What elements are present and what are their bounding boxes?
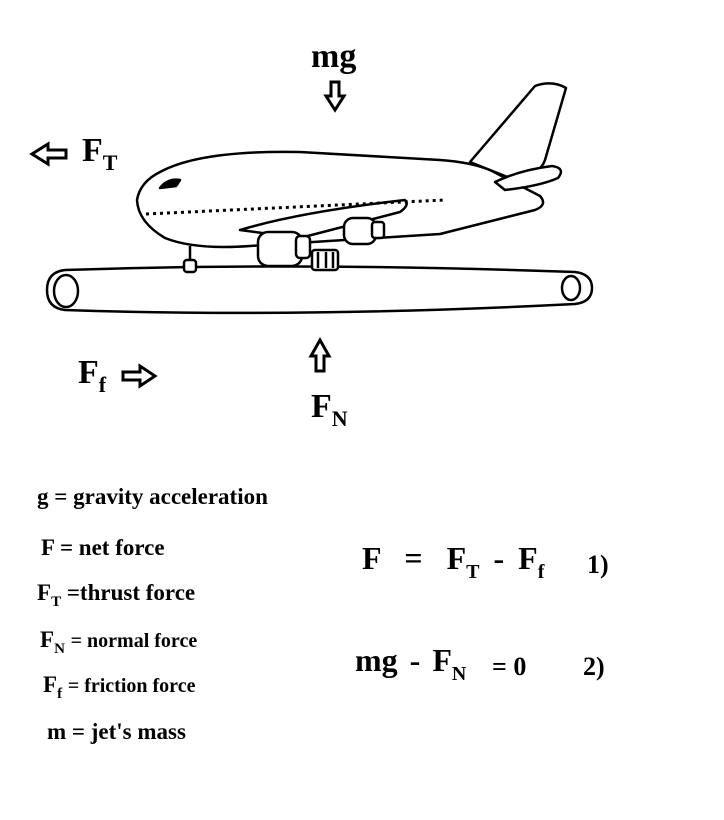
legend-normal: FN = normal force (40, 627, 198, 657)
equation-1: F = FT - Ff (362, 540, 545, 583)
airplane (135, 82, 568, 274)
equation-2-rhs: = 0 (492, 652, 527, 681)
legend-gravity: g = gravity acceleration (37, 484, 268, 509)
legend-friction: Ff = friction force (43, 672, 196, 702)
thrust-label: FT (82, 132, 118, 175)
thrust-arrow-icon (29, 141, 68, 167)
weight-arrow-icon (323, 80, 347, 113)
airplane-windows (145, 198, 446, 216)
conveyor-belt (45, 265, 594, 315)
legend-net-force: F = net force (41, 535, 165, 560)
legend-mass: m = jet's mass (47, 719, 186, 744)
equation-1-number: 1) (587, 550, 609, 579)
normal-arrow-icon (308, 336, 332, 373)
legend-thrust: FT =thrust force (37, 580, 196, 610)
weight-label: mg (311, 38, 357, 75)
normal-label: FN (311, 388, 348, 431)
equation-2: mg - FN (355, 642, 467, 685)
friction-label: Ff (78, 354, 107, 397)
friction-arrow-icon (121, 363, 158, 389)
equation-2-number: 2) (583, 652, 605, 681)
